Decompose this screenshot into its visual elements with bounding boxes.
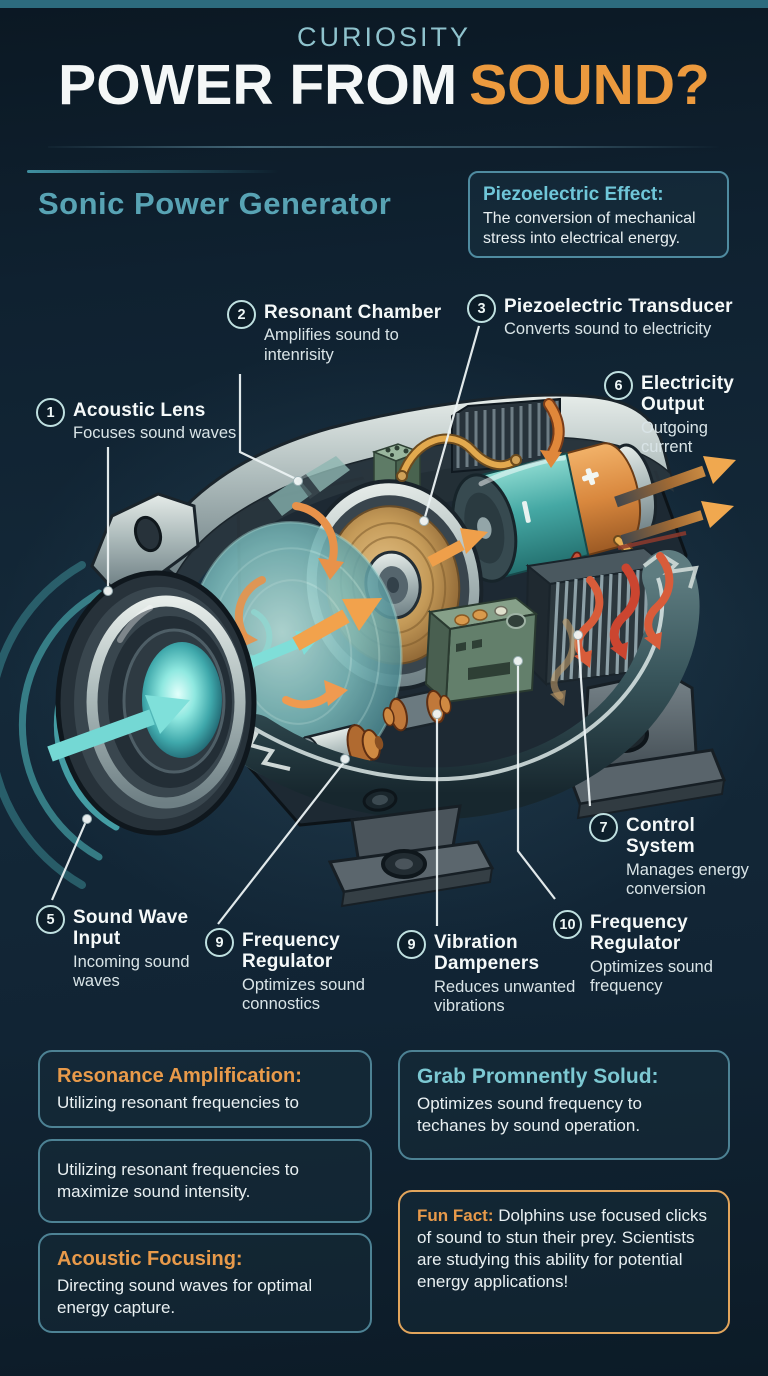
- label-number-badge: 1: [36, 398, 65, 427]
- info-box-heading: Grab Promnently Solud:: [417, 1065, 659, 1088]
- label-number-badge: 5: [36, 905, 65, 934]
- housing-bowl: [228, 550, 700, 820]
- section-rule: [27, 170, 279, 173]
- label-title: Control System: [626, 815, 695, 858]
- sound-input-arrow: [47, 695, 190, 762]
- info-box-heading: Resonance Amplification:: [57, 1065, 302, 1087]
- info-box-body: Optimizes sound frequency to techanes by…: [417, 1094, 642, 1136]
- amplified-sound-arrow: [292, 598, 382, 651]
- info-box-grab-promnently: Grab Promnently Solud: Optimizes sound f…: [398, 1050, 730, 1160]
- kicker: CURIOSITY: [296, 22, 471, 52]
- info-box-body: Directing sound waves for optimal energy…: [57, 1276, 313, 1318]
- title-accent: SOUND?: [469, 53, 710, 117]
- info-box-resonant-frequencies: Utilizing resonant frequencies to maximi…: [38, 1139, 372, 1223]
- part-label-frequency-regulator-left: 9 Frequency Regulator Optimizes sound co…: [205, 928, 382, 1015]
- fun-fact-box: Fun Fact: Dolphins use focused clicks of…: [398, 1190, 730, 1334]
- part-label-vibration-dampeners: 9 Vibration Dampeners Reduces unwanted v…: [397, 930, 584, 1017]
- roller-bearing-right: [382, 689, 452, 732]
- label-title: Piezoelectric Transducer: [504, 296, 733, 317]
- mounting-foot-center: [327, 804, 495, 908]
- info-box-heading: Acoustic Focusing:: [57, 1248, 243, 1270]
- part-label-acoustic-lens: 1 Acoustic Lens Focuses sound waves: [36, 398, 237, 444]
- control-box: [424, 596, 539, 705]
- label-desc: Manages energy conversion: [626, 860, 749, 899]
- label-title: Sound Wave Input: [73, 907, 189, 950]
- part-label-resonant-chamber: 2 Resonant Chamber Amplifies sound to in…: [227, 300, 442, 365]
- label-title: Acoustic Lens: [73, 400, 206, 421]
- label-number-badge: 3: [467, 294, 496, 323]
- definition-heading: Piezoelectric Effect:: [483, 184, 664, 205]
- info-box-resonance-amplification: Resonance Amplification: Utilizing reson…: [38, 1050, 372, 1128]
- section-title: Sonic Power Generator: [38, 186, 392, 221]
- info-box-body: Utilizing resonant frequencies to maximi…: [57, 1159, 299, 1201]
- part-label-piezo-transducer: 3 Piezoelectric Transducer Converts soun…: [467, 294, 733, 340]
- definition-box: Piezoelectric Effect: The conversion of …: [468, 171, 729, 258]
- label-title: Vibration Dampeners: [434, 932, 540, 975]
- fun-fact-label: Fun Fact:: [417, 1206, 494, 1225]
- plus-mark: [581, 468, 599, 486]
- label-title: Frequency Regulator: [242, 930, 340, 973]
- label-number-badge: 6: [604, 371, 633, 400]
- label-number-badge: 2: [227, 300, 256, 329]
- label-desc: Converts sound to electricity: [504, 320, 712, 339]
- label-desc: Focuses sound waves: [73, 424, 237, 443]
- label-number-badge: 10: [553, 910, 582, 939]
- title-main: POWER FROM: [58, 53, 458, 117]
- resonance-arrows: [234, 502, 348, 709]
- fun-fact-body: Dolphins use focused clicks of sound to …: [417, 1206, 708, 1292]
- label-title: Resonant Chamber: [264, 302, 442, 323]
- label-title: Electricity Output: [641, 373, 735, 416]
- info-box-body: Utilizing resonant frequencies to: [57, 1093, 299, 1112]
- output-arrows: [614, 456, 736, 550]
- top-accent-bar: [0, 0, 768, 8]
- label-number-badge: 7: [589, 813, 618, 842]
- label-desc: Optimizes sound frequency: [590, 957, 713, 996]
- part-label-sound-wave-input: 5 Sound Wave Input Incoming sound waves: [36, 905, 208, 992]
- label-number-badge: 9: [205, 928, 234, 957]
- part-label-frequency-regulator-right: 10 Frequency Regulator Optimizes sound f…: [553, 910, 730, 997]
- info-box-acoustic-focusing: Acoustic Focusing: Directing sound waves…: [38, 1233, 372, 1333]
- label-number-badge: 9: [397, 930, 426, 959]
- part-label-control-system: 7 Control System Manages energy conversi…: [589, 813, 768, 900]
- label-desc: Incoming sound waves: [73, 952, 190, 991]
- label-desc: Amplifies sound to intenrisity: [264, 326, 399, 364]
- definition-body: The conversion of mechanical stress into…: [483, 210, 696, 247]
- label-title: Frequency Regulator: [590, 912, 688, 955]
- transfer-arrow: [427, 528, 488, 567]
- label-lines: [50, 325, 592, 926]
- label-desc: Optimizes sound connostics: [242, 975, 365, 1014]
- label-desc: Outgoing current: [641, 418, 708, 457]
- header-divider: [48, 146, 720, 148]
- part-label-electricity-output: 6 Electricity Output Outgoing current: [604, 371, 741, 458]
- label-desc: Reduces unwanted vibrations: [434, 977, 576, 1016]
